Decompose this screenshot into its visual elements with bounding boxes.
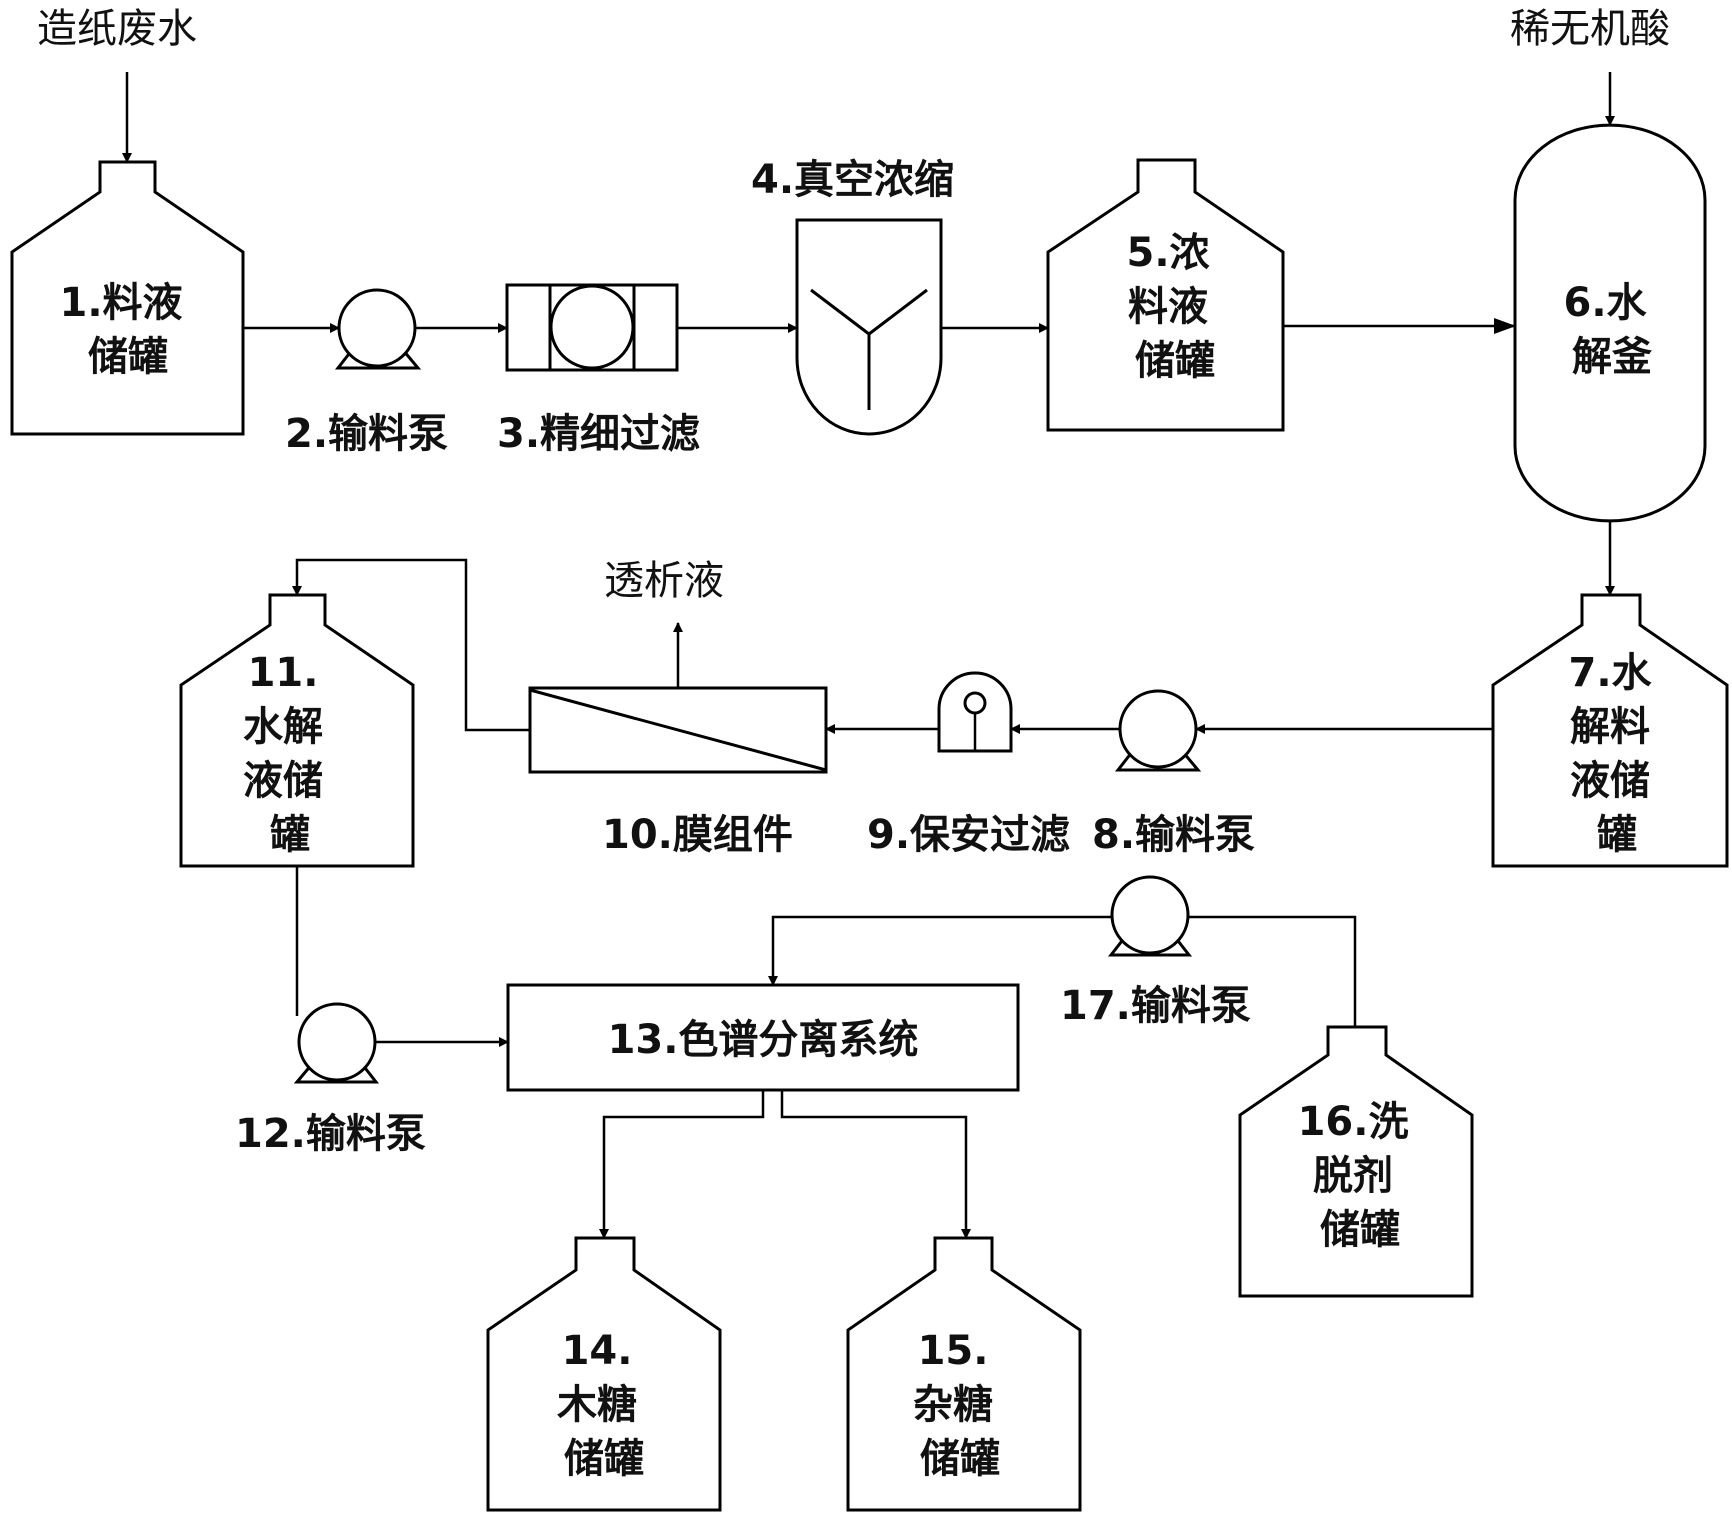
flow-13-to-14 bbox=[599, 1090, 765, 1239]
tank-16-eluent bbox=[1238, 1025, 1474, 1298]
pump-8 bbox=[1114, 689, 1202, 772]
label-vacuum-concentrator-4: 4.真空浓缩 bbox=[751, 157, 954, 203]
tank-14-xylose bbox=[486, 1236, 722, 1512]
label-pump-12: 12.输料泵 bbox=[235, 1111, 426, 1157]
label-kettle-6: 6.水 解釜 bbox=[1564, 280, 1661, 380]
label-membrane-10: 10.膜组件 bbox=[602, 812, 793, 858]
label-tank-15: 15. 杂糖 储罐 bbox=[913, 1328, 1007, 1482]
label-dilute-acid: 稀无机酸 bbox=[1510, 6, 1670, 52]
pump-17 bbox=[1107, 875, 1193, 957]
chromatography-system-13 bbox=[506, 983, 1020, 1092]
fine-filter-3 bbox=[505, 283, 679, 372]
safety-filter-9 bbox=[937, 671, 1013, 753]
label-pump-8: 8.输料泵 bbox=[1092, 812, 1255, 858]
flow-17-to-13 bbox=[768, 915, 1112, 986]
tank-7-hydrolysate-feed bbox=[1491, 593, 1729, 868]
pump-2 bbox=[334, 288, 422, 370]
label-paper-wastewater: 造纸废水 bbox=[37, 6, 197, 52]
label-tank-16: 16.洗 脱剂 储罐 bbox=[1298, 1099, 1423, 1253]
label-tank-7: 7.水 解料 液储 罐 bbox=[1569, 650, 1666, 858]
pump-12 bbox=[293, 1002, 380, 1084]
label-tank-5: 5.浓 料液 储罐 bbox=[1127, 230, 1224, 384]
label-tank-11: 11. 水解 液储 罐 bbox=[243, 650, 337, 858]
hydrolysis-kettle-6 bbox=[1513, 123, 1707, 523]
label-tank-14: 14. 木糖 储罐 bbox=[557, 1328, 651, 1482]
label-safety-filter-9: 9.保安过滤 bbox=[867, 812, 1070, 858]
label-pump-2: 2.输料泵 bbox=[285, 411, 448, 457]
label-tank-1: 1.料液 储罐 bbox=[60, 280, 197, 380]
label-fine-filter-3: 3.精细过滤 bbox=[497, 411, 700, 457]
flow-10-to-11 bbox=[292, 558, 530, 732]
label-chromatography-13: 13.色谱分离系统 bbox=[608, 1017, 919, 1063]
tank-5-concentrate bbox=[1046, 158, 1285, 432]
vacuum-concentrator-4 bbox=[795, 218, 943, 436]
tank-11-hydrolysate-storage bbox=[179, 593, 415, 868]
flow-16-to-17 bbox=[1188, 915, 1357, 1027]
label-dialysate: 透析液 bbox=[604, 558, 724, 604]
tank-15-mixed-sugar bbox=[846, 1236, 1082, 1512]
flow-13-to-15 bbox=[780, 1090, 971, 1239]
tank-1-feed-liquid bbox=[10, 160, 245, 436]
membrane-module-10 bbox=[528, 686, 828, 774]
label-pump-17: 17.输料泵 bbox=[1060, 983, 1251, 1029]
